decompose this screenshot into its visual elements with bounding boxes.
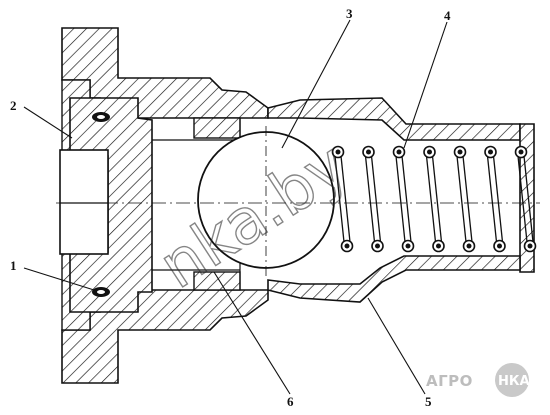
logo-badge: НКА: [498, 374, 530, 389]
sealing-ring-top: [92, 112, 110, 122]
spring-coil-core: [366, 149, 371, 155]
spring-strand: [517, 155, 528, 243]
logo-badge-icon: [495, 363, 529, 397]
spring-coil-core: [518, 149, 524, 155]
callout-5: 5: [425, 394, 432, 409]
spring-coil-core: [375, 243, 380, 249]
spring-strand: [370, 155, 382, 243]
spring-coil-core: [335, 149, 341, 155]
spring-strand: [334, 155, 345, 243]
seat-insert: [59, 97, 153, 313]
spring-coil-core: [396, 149, 402, 155]
spring-strand: [462, 155, 473, 243]
spring-coil-core: [497, 243, 502, 249]
callout-1: 1: [10, 258, 17, 273]
spring-strand: [364, 155, 376, 243]
spring-coil-core: [427, 149, 432, 155]
spring-coil-core: [457, 149, 463, 155]
spring: [331, 145, 537, 253]
spring-coil-core: [527, 243, 533, 249]
spring-housing: [267, 97, 535, 303]
callout-3: 3: [346, 6, 353, 21]
callout-6: 6: [287, 394, 294, 409]
spring-strand: [523, 155, 534, 243]
spring-strand: [401, 155, 412, 243]
spring-strand: [486, 155, 498, 243]
spring-strand: [492, 155, 504, 243]
sealing-ring-bottom: [92, 287, 110, 297]
spring-coil-core: [436, 243, 441, 249]
spring-coil-core: [466, 243, 472, 249]
agro-nka-logo: АГРО НКА: [426, 363, 530, 397]
spring-strand: [340, 155, 351, 243]
spring-coil-core: [344, 243, 350, 249]
callout-2: 2: [10, 98, 17, 113]
spring-coil-core: [488, 149, 493, 155]
spring-strand: [431, 155, 443, 243]
leader-lines: [23, 19, 448, 395]
spring-strand: [395, 155, 406, 243]
ball: [197, 126, 335, 276]
logo-prefix: АГРО: [426, 372, 473, 390]
spring-coil-core: [405, 243, 411, 249]
spring-strand: [456, 155, 467, 243]
callout-4: 4: [444, 8, 451, 23]
spring-strand: [425, 155, 437, 243]
